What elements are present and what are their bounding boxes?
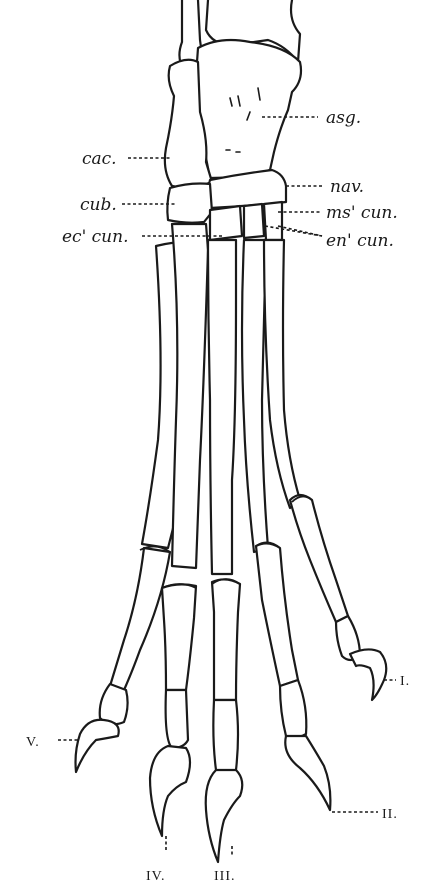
label-calcaneum: cac. [82,149,117,169]
ectocuneiform-bone [210,206,242,240]
label-cuboid: cub. [80,195,117,215]
digit-iv [150,584,196,836]
label-digit-ii: II. [382,807,398,822]
label-ectocuneiform: ec' cun. [62,227,128,247]
metatarsal-iii [208,240,236,574]
label-digit-i: I. [400,674,410,689]
digit-v [76,546,171,772]
label-entocuneiform: en' cun. [326,231,394,251]
digit-i [290,495,386,700]
label-navicular: nav. [330,177,364,197]
digit-iii [206,579,243,862]
metatarsal-i [264,240,300,508]
label-digit-v: V. [26,735,40,750]
mesocuneiform-bone [244,204,264,238]
cuboid-bone [167,184,212,223]
metatarsal-iv [172,224,208,568]
entocuneiform-bone [264,202,282,240]
label-digit-iii: III. [214,869,236,884]
astragalus-bone [194,40,301,178]
label-mesocuneiform: ms' cun. [326,203,398,223]
label-astragalus: asg. [326,108,361,128]
label-digit-iv: IV. [146,869,165,884]
